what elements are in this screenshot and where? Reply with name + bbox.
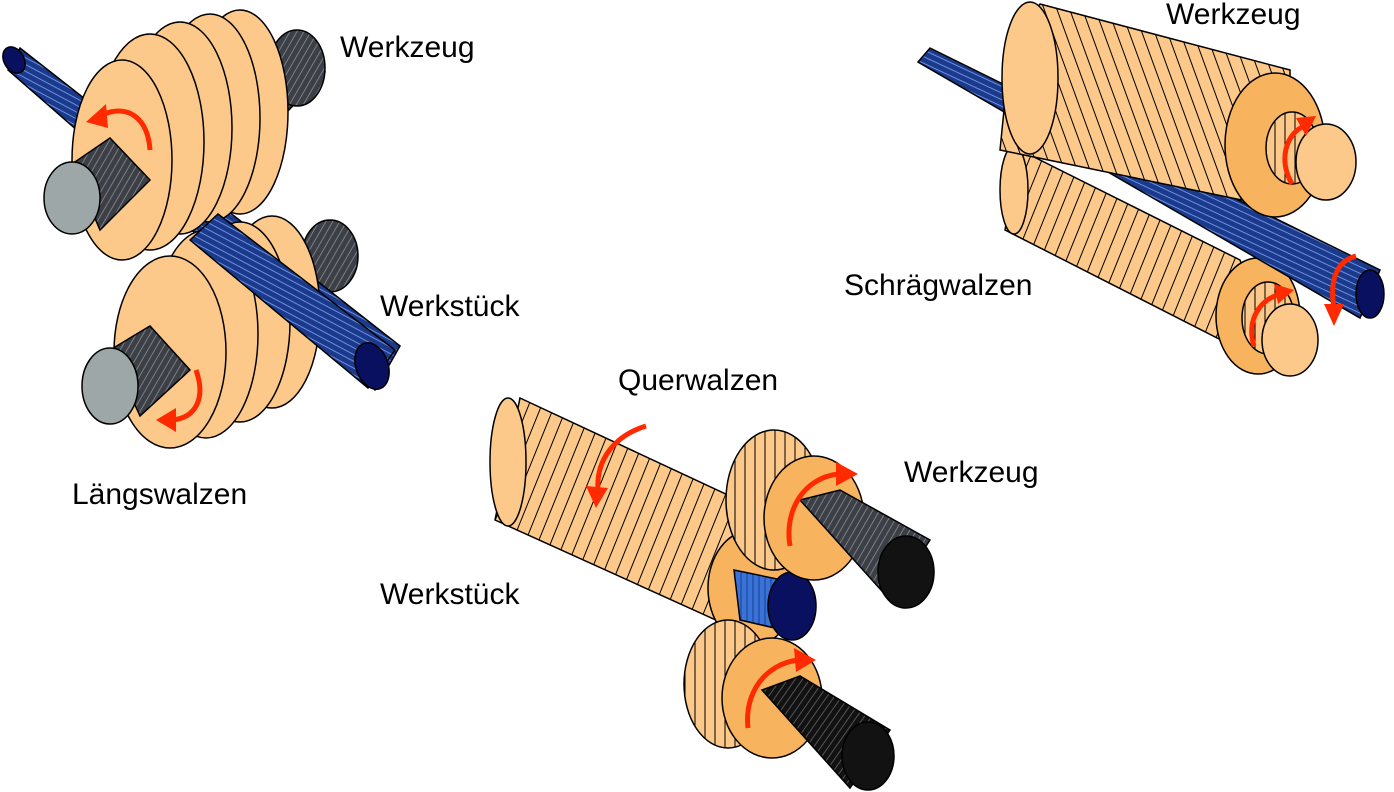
rotation-arrow-upper-skew [1282, 116, 1316, 186]
rotation-arrow-bar-skew [1324, 253, 1357, 326]
laengswalzen-group [2, 9, 401, 449]
rotation-arrow-lower [156, 369, 203, 432]
upper-cross-tool-roll [725, 429, 935, 609]
lower-cross-tool-roll [683, 619, 895, 791]
label-werkstueck-quer: Werkstück [380, 578, 520, 611]
rotation-arrow-cross-upper [786, 462, 858, 547]
workpiece-bar-front [188, 213, 397, 390]
label-laengswalzen: Längswalzen [72, 478, 248, 511]
label-werkzeug-quer: Werkzeug [904, 456, 1039, 489]
lower-skew-roll [999, 145, 1319, 377]
querwalzen-group [489, 396, 935, 791]
cross-workpiece-core [733, 569, 817, 641]
rotation-arrow-lower-skew [1249, 284, 1294, 347]
rotation-arrow-cross-lower [745, 648, 816, 729]
upper-shaft-front [43, 137, 152, 235]
schraegwalzen-group [916, 1, 1385, 377]
label-werkstueck-laengs: Werkstück [380, 290, 520, 323]
upper-skew-roll [999, 1, 1357, 218]
label-werkzeug-laengs: Werkzeug [340, 31, 475, 64]
rotation-arrow-cross-workpiece [586, 423, 647, 508]
label-querwalzen: Querwalzen [618, 364, 779, 397]
label-werkzeug-schraeg: Werkzeug [1166, 0, 1301, 31]
rotation-arrow-upper [86, 104, 153, 151]
lower-shaft-front [81, 325, 192, 425]
label-schraegwalzen: Schrägwalzen [844, 269, 1033, 302]
